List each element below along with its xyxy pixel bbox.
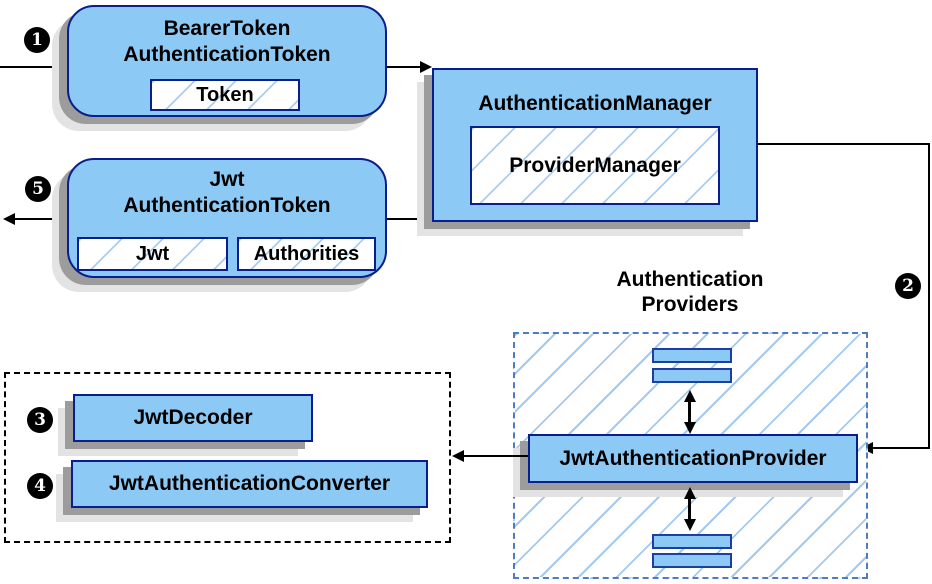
node-title-line: AuthenticationToken bbox=[123, 194, 331, 217]
node-bearer-token-authentication-token: BearerToken AuthenticationToken Token bbox=[67, 5, 387, 117]
field-jwt: Jwt bbox=[77, 237, 228, 271]
field-authorities: Authorities bbox=[237, 237, 376, 271]
node-jwt-authentication-converter: JwtAuthenticationConverter bbox=[71, 460, 428, 508]
arrow-down-icon bbox=[684, 519, 696, 531]
group-title-line: Providers bbox=[641, 293, 739, 316]
provider-stack-bar bbox=[652, 553, 732, 568]
node-title-line: AuthenticationToken bbox=[123, 43, 331, 66]
connector-manager-to-provider-h2 bbox=[872, 447, 930, 449]
arrow-up-icon bbox=[684, 487, 696, 499]
step-2-badge: 2 bbox=[895, 273, 921, 299]
field-provider-manager: ProviderManager bbox=[470, 126, 720, 205]
arrow-down-icon bbox=[684, 422, 696, 434]
connector-incoming-request bbox=[0, 66, 62, 68]
node-title-line: BearerToken bbox=[163, 17, 291, 40]
group-title-line: Authentication bbox=[616, 268, 764, 291]
node-jwt-decoder: JwtDecoder bbox=[73, 394, 313, 442]
step-1-badge: 1 bbox=[24, 27, 50, 53]
node-title-line: Jwt bbox=[209, 168, 245, 191]
step-4-badge: 4 bbox=[27, 473, 53, 499]
step-5-badge: 5 bbox=[25, 176, 51, 202]
step-4-number: 4 bbox=[34, 475, 46, 496]
provider-stack-bar bbox=[652, 348, 732, 363]
provider-stack-bar bbox=[652, 368, 732, 383]
connector-providers-bottom bbox=[688, 496, 691, 522]
field-token: Token bbox=[150, 79, 300, 111]
connector-manager-to-provider-v bbox=[928, 143, 930, 449]
provider-stack-bar bbox=[652, 534, 732, 549]
connector-provider-to-decoder bbox=[462, 455, 528, 457]
node-title: AuthenticationManager bbox=[478, 92, 712, 115]
connector-bearer-to-manager bbox=[387, 66, 422, 68]
connector-jwt-token-out bbox=[13, 218, 67, 220]
step-1-number: 1 bbox=[31, 29, 43, 50]
node-jwt-authentication-provider: JwtAuthenticationProvider bbox=[528, 434, 858, 483]
node-authentication-manager: AuthenticationManager ProviderManager bbox=[432, 68, 758, 222]
connector-manager-to-jwt-token bbox=[385, 218, 433, 220]
arrow-right-icon bbox=[420, 61, 432, 73]
connector-providers-top bbox=[688, 399, 691, 425]
arrow-up-icon bbox=[684, 390, 696, 402]
node-jwt-authentication-token: Jwt AuthenticationToken Jwt Authorities bbox=[67, 158, 387, 278]
arrow-left-icon bbox=[452, 450, 464, 462]
arrow-left-icon bbox=[3, 213, 15, 225]
step-5-number: 5 bbox=[32, 178, 44, 199]
step-3-number: 3 bbox=[34, 409, 46, 430]
step-3-badge: 3 bbox=[27, 407, 53, 433]
authentication-providers-title: Authentication Providers bbox=[560, 267, 820, 317]
step-2-number: 2 bbox=[902, 275, 914, 296]
connector-manager-to-provider-h1 bbox=[758, 143, 930, 145]
